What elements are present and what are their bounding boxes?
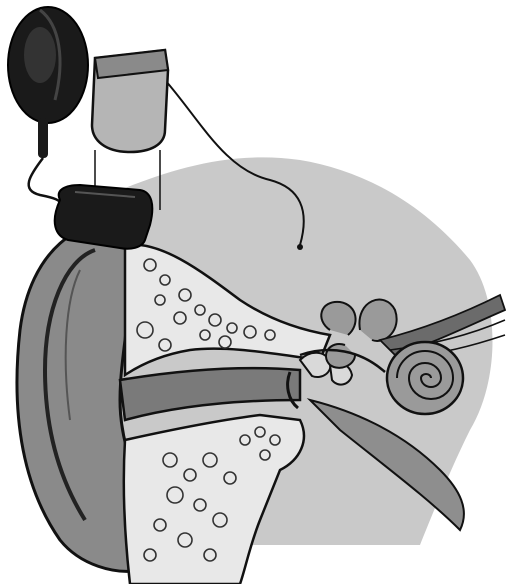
headpiece-cable [29, 158, 62, 205]
ear-hook-microphone-icon [55, 185, 153, 249]
sound-processor-icon [92, 50, 168, 152]
implant-receiver-dot [297, 244, 303, 250]
headpiece-icon [8, 7, 88, 158]
cochlea-icon [387, 342, 463, 414]
